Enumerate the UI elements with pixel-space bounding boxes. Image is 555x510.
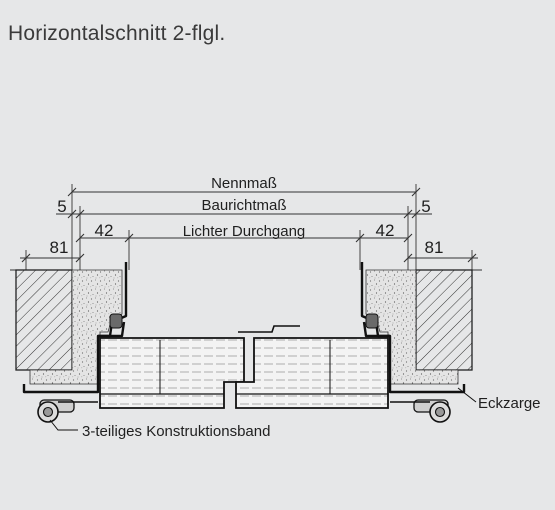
right-frame-depth-label: 42 — [376, 221, 395, 240]
right-wall-label: 81 — [425, 238, 444, 257]
left-hinge — [37, 399, 98, 423]
left-wall — [10, 269, 73, 371]
hinge-label: 3-teiliges Konstruktionsband — [82, 423, 270, 440]
left-corner-frame — [22, 262, 128, 394]
nennmass-label: Nennmaß — [211, 175, 277, 192]
left-frame-depth-label: 42 — [95, 221, 114, 240]
lichter-durchgang-label: Lichter Durchgang — [183, 223, 306, 240]
right-offset-label: 5 — [421, 197, 430, 216]
baurichtmass-label: Baurichtmaß — [201, 197, 286, 214]
leaf-rebate — [238, 325, 300, 333]
left-wall-label: 81 — [50, 238, 69, 257]
dimension-chain — [20, 184, 478, 280]
right-wall — [415, 269, 482, 371]
door-seals — [109, 313, 379, 329]
eckzarge-label: Eckzarge — [478, 395, 541, 412]
right-door-leaf — [235, 337, 389, 409]
drawing-title: Horizontalschnitt 2-flgl. — [8, 22, 226, 45]
right-corner-frame — [360, 262, 466, 394]
left-offset-label: 5 — [57, 197, 66, 216]
callout-leaders — [49, 387, 477, 431]
left-door-leaf — [99, 337, 245, 409]
right-hinge — [390, 399, 451, 423]
